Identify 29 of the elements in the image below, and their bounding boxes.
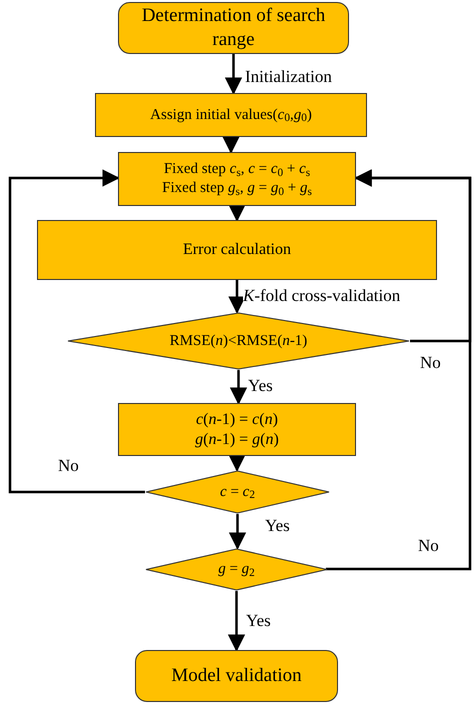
node-text: Assign initial values(c$_{0}$,g$_{0}$) — [150, 106, 312, 124]
arrow — [228, 454, 246, 472]
arrow — [228, 204, 246, 222]
arrow — [224, 54, 242, 95]
process-box — [135, 650, 338, 702]
node-text: Error calculation — [183, 240, 291, 260]
process-box — [118, 2, 349, 54]
node-text: g(n-1) = g(n) — [195, 430, 279, 450]
decision-diamond — [67, 312, 410, 370]
node-text: c(n-1) = c(n) — [196, 410, 278, 430]
decision-diamond — [145, 548, 328, 591]
node-text: Fixed step c$_{s}$, c = c$_{0}$ + c$_{s}$ — [164, 160, 310, 179]
node-text: Model validation — [171, 664, 302, 688]
node-text: Determination of search range — [140, 4, 326, 52]
arrow — [8, 169, 145, 494]
process-box — [37, 220, 437, 280]
process-box — [118, 152, 356, 206]
process-box — [118, 403, 356, 456]
process-box — [95, 93, 367, 137]
node-text: c = c$_{2}$ — [220, 482, 255, 502]
node-text: g = g$_{2}$ — [218, 560, 255, 579]
arrow — [228, 514, 246, 550]
decision-diamond — [145, 470, 330, 514]
arrow — [228, 591, 246, 652]
arrow — [230, 370, 248, 405]
arrow — [222, 136, 240, 154]
node-text: Fixed step g$_{s}$, g = g$_{0}$ + g$_{s}$ — [162, 179, 312, 198]
node-text: RMSE(n)<RMSE(n-1) — [170, 332, 308, 350]
arrow — [326, 169, 472, 570]
